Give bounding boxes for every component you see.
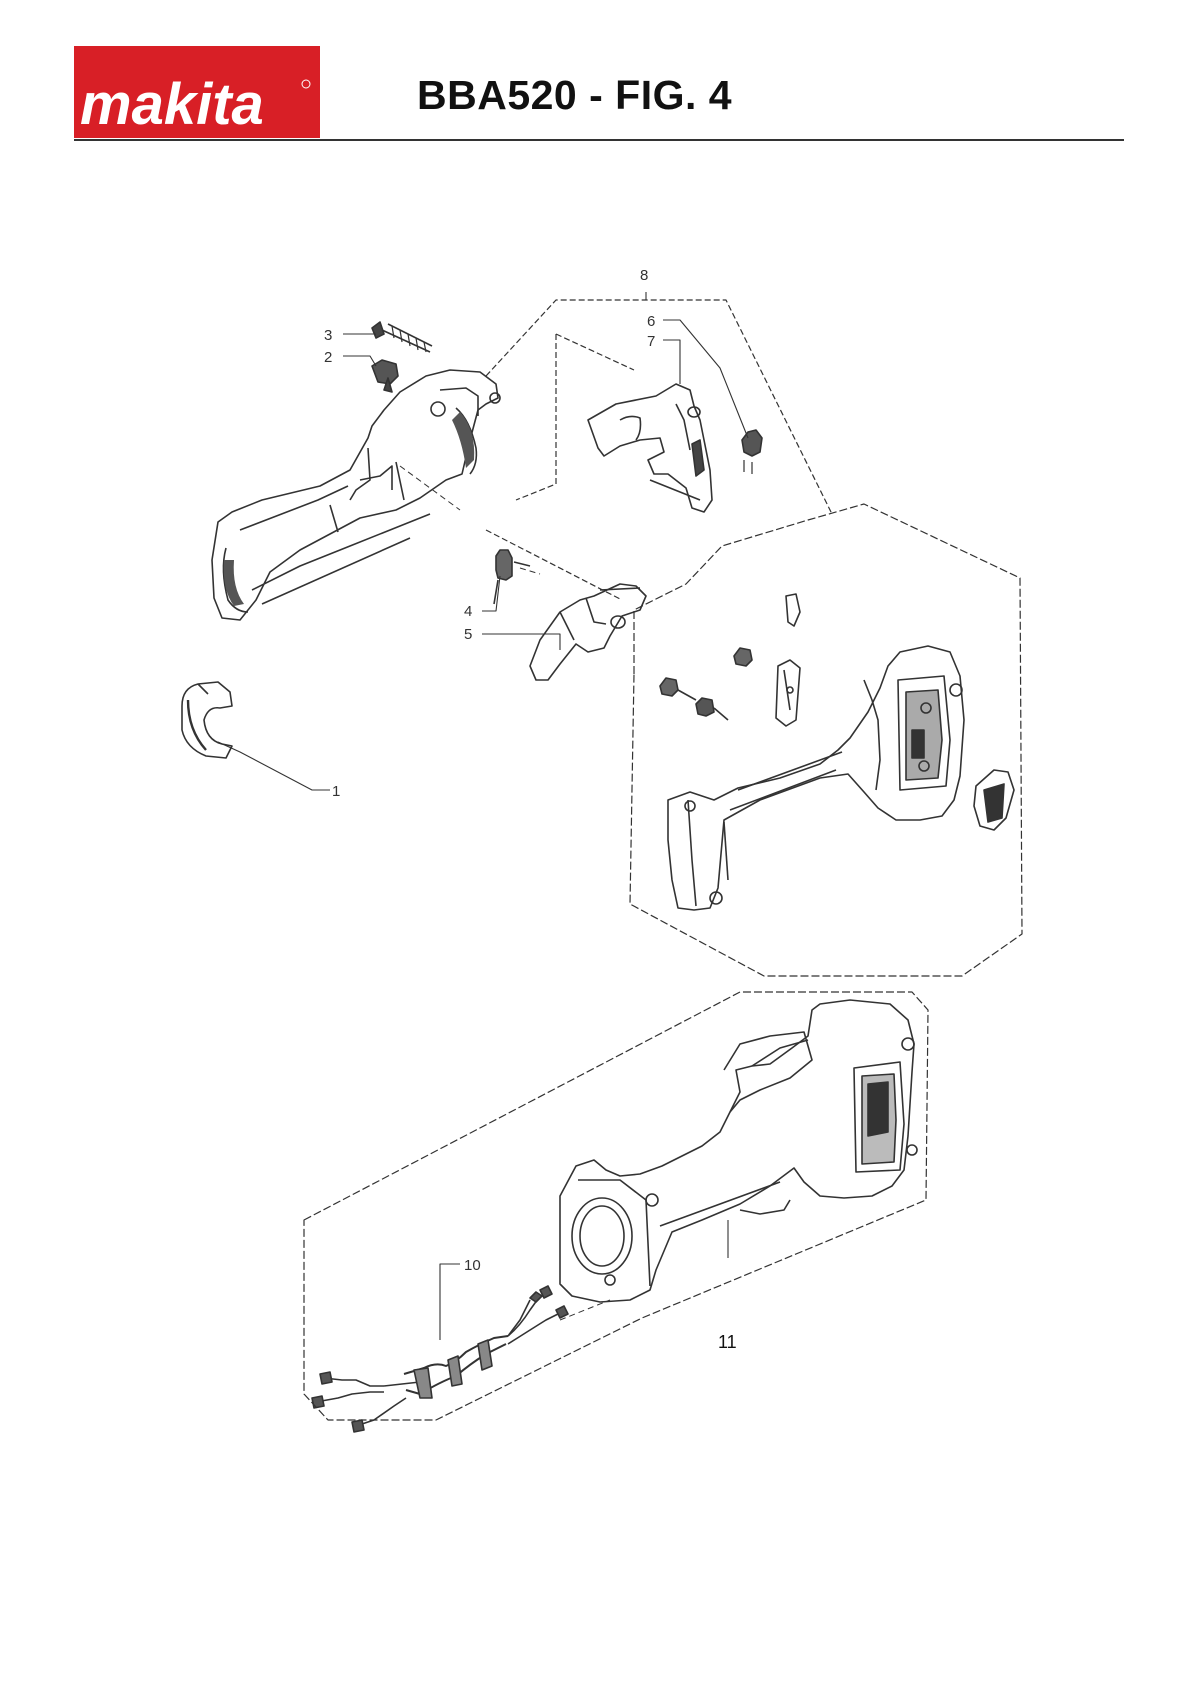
- housing-assembly-right: [667, 645, 965, 911]
- callout-5: 5: [464, 626, 472, 643]
- small-bolt-a: [733, 647, 753, 667]
- switch-bracket: [775, 659, 801, 727]
- throttle-trigger-part-5: [529, 583, 647, 681]
- callout-1: 1: [332, 783, 340, 800]
- callout-2: 2: [324, 349, 332, 366]
- group-bracket-8: [485, 299, 833, 601]
- clamp-part-1: [181, 681, 233, 759]
- spring-part-6: [741, 429, 763, 474]
- small-bolt-b: [659, 677, 697, 701]
- callout-6: 6: [647, 313, 655, 330]
- page-header: makita BBA520 - FIG. 4: [0, 0, 1190, 150]
- switch-knob: [973, 769, 1015, 831]
- callout-3: 3: [324, 327, 332, 344]
- header-divider: [74, 139, 1124, 141]
- callout-10: 10: [464, 1257, 481, 1274]
- assembly-guide-lines: [399, 465, 611, 1321]
- small-clip: [785, 593, 801, 627]
- frame-handle-housing: [303, 991, 929, 1421]
- screw-part-3: [371, 321, 433, 353]
- throttle-lock-part-7: [587, 383, 713, 513]
- nut-part-2: [371, 359, 399, 393]
- small-spring: [695, 697, 729, 721]
- wire-harness-part-10: [311, 1285, 569, 1433]
- makita-logo: makita: [74, 46, 320, 138]
- spring-part-4: [493, 549, 531, 605]
- callout-11: 11: [718, 1332, 737, 1352]
- logo-wordmark: makita: [80, 72, 264, 137]
- callout-labels: 3 2 8 6 7 4 5 1 10 11: [324, 267, 737, 1352]
- handle-housing-part-11: [559, 999, 918, 1303]
- leader-lines: [217, 292, 749, 1340]
- frame-housing-right: [629, 503, 1023, 977]
- housing-half-left: [211, 369, 501, 621]
- callout-8: 8: [640, 267, 648, 284]
- callout-4: 4: [464, 603, 472, 620]
- page-title: BBA520 - FIG. 4: [417, 72, 733, 118]
- callout-7: 7: [647, 333, 655, 350]
